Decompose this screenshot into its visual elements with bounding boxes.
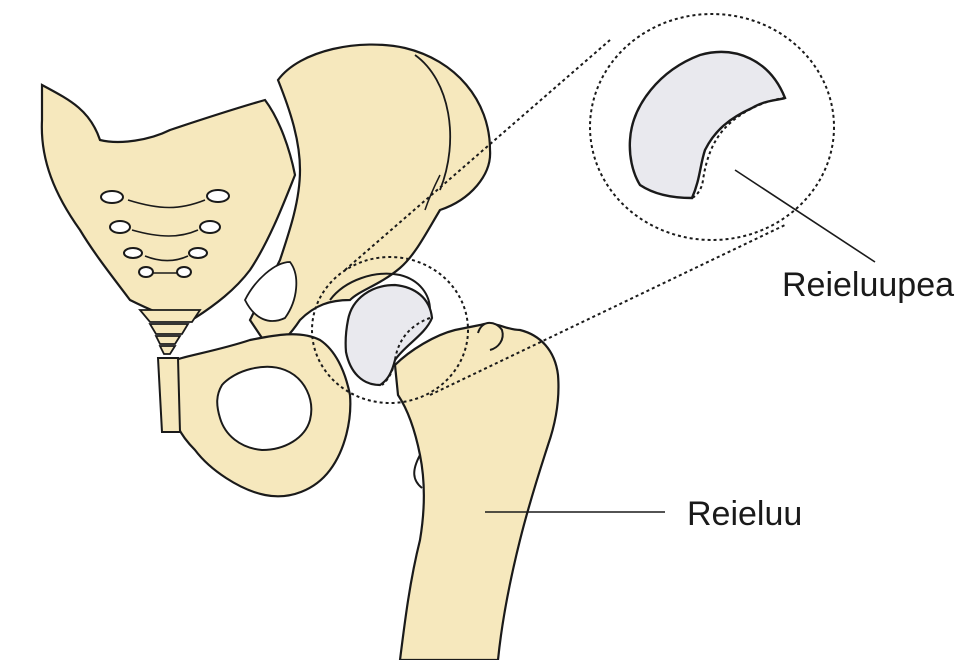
label-femur: Reieluu — [687, 497, 802, 531]
dotted-zoom-circle — [590, 14, 834, 240]
femur-shaft — [395, 324, 558, 660]
coccyx — [140, 310, 200, 354]
label-femoral-head: Reieluupea — [782, 268, 954, 302]
femur-illustration — [346, 285, 559, 660]
obturator-foramen — [217, 367, 311, 450]
